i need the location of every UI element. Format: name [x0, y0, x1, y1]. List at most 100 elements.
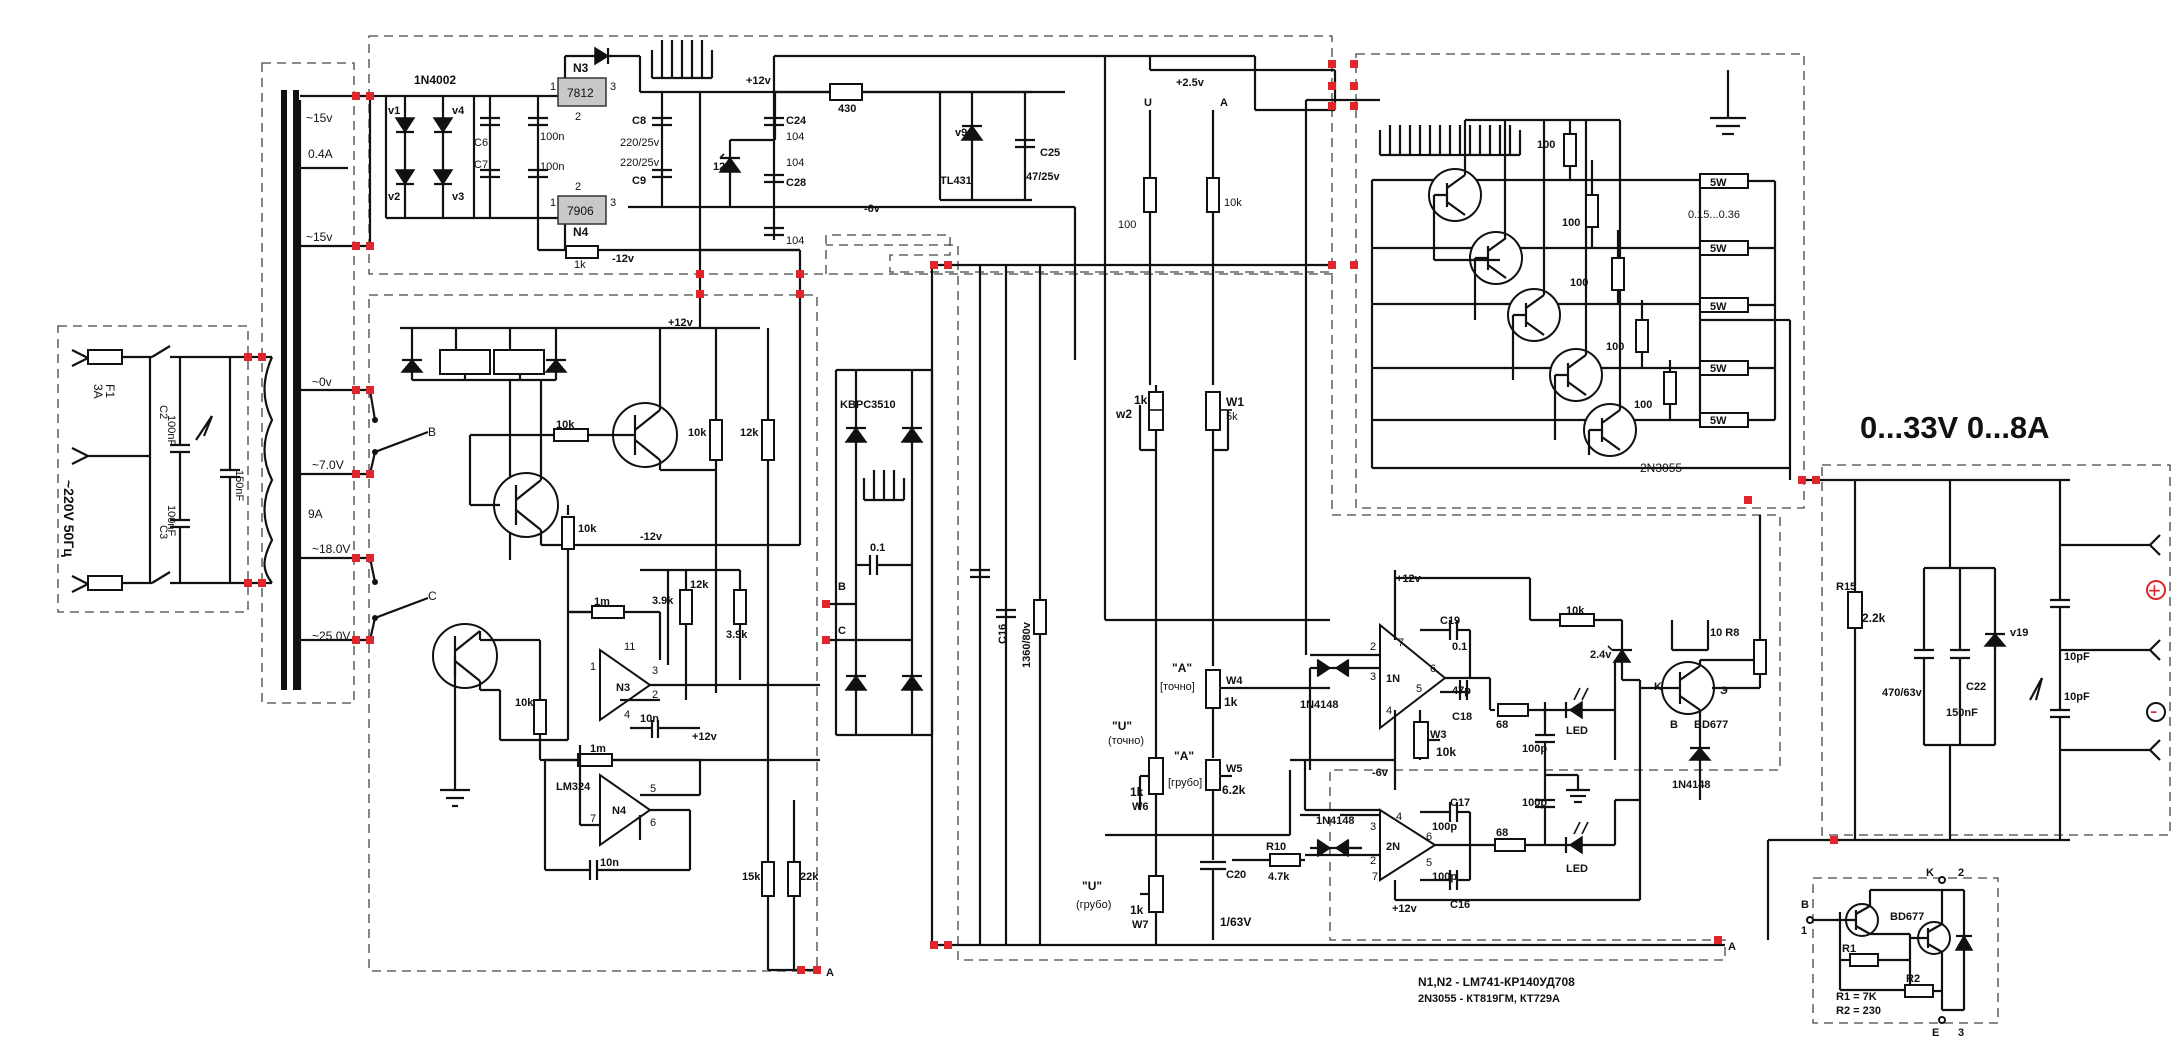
1n-pin2: 2: [1370, 641, 1376, 653]
resistor-r10-label: R10: [1266, 841, 1286, 853]
c-01-label: 150nF: [1946, 707, 1978, 719]
resistor-r10-value: 4.7k: [1268, 871, 1290, 883]
power-stage: [1370, 118, 1792, 480]
c20-value: 1/63V: [1220, 915, 1251, 929]
c7-label: C7: [474, 159, 488, 171]
inset-r2-value: R2 = 230: [1836, 1005, 1881, 1017]
driver-pin-e: Э: [1720, 685, 1728, 697]
tap-9a: 9A: [308, 507, 323, 521]
inset-pin-e: E: [1932, 1027, 1939, 1039]
pot-w7-note: (грубо): [1076, 899, 1111, 911]
n3-pin2: 2: [652, 689, 658, 701]
c6-value: 100n: [540, 131, 564, 143]
rectifier-label: KBPC3510: [840, 399, 896, 411]
pot-w3-value: 10k: [1436, 745, 1456, 759]
c24-value: 104: [786, 131, 804, 143]
resistor-39k-b: 3.9k: [726, 629, 748, 641]
connection-nodes: [244, 60, 1838, 974]
mains-label: ~220V 50Гц: [61, 480, 77, 557]
pot-w4-id: W4: [1226, 675, 1243, 687]
regulator-n4-part: 7906: [567, 204, 594, 218]
c-150-value: 150nF: [233, 470, 245, 501]
v4-label: v4: [452, 105, 465, 117]
c17-value: 100p: [1432, 821, 1457, 833]
c28-label: C28: [786, 177, 806, 189]
n3-pin3: 3: [610, 81, 616, 93]
inset-pin-1: 1: [1801, 925, 1807, 937]
pot-w2-id: w2: [1115, 407, 1132, 421]
1n-pin4: 4: [1386, 705, 1392, 717]
1n-pin6: 6: [1430, 663, 1436, 675]
opamp-n3-id: N3: [616, 682, 630, 694]
plus12v-left: +12v: [668, 317, 694, 329]
footnote-line2: 2N3055 - КТ819ГМ, КТ729А: [1418, 993, 1560, 1005]
resistor-1m-a: 1m: [594, 596, 610, 608]
n4-pin2: 2: [575, 181, 581, 193]
ground-icon-top: [1710, 70, 1746, 136]
resistor-68-b: 68: [1496, 827, 1508, 839]
c8-value: 220/25v: [620, 137, 660, 149]
c9-value: 220/25v: [620, 157, 660, 169]
c9-label: C9: [632, 175, 646, 187]
2n-pin3: 3: [1370, 821, 1376, 833]
n3-pin3: 3: [652, 665, 658, 677]
n3-pin4: 4: [624, 709, 630, 721]
minus12v-aux: -12v: [612, 253, 635, 265]
v2-label: v2: [388, 191, 400, 203]
c3-value: 100nF: [165, 505, 177, 536]
pot-w7-label: "U": [1082, 879, 1102, 893]
opamp-part-label: LM324: [556, 781, 591, 793]
switch-b-label: B: [428, 425, 436, 439]
resistor-10k-fb: 10k: [1566, 605, 1585, 617]
c17-label: C17: [1450, 797, 1470, 809]
opamp-1n-id: 1N: [1386, 673, 1400, 685]
main-rectifier: [826, 263, 1725, 947]
pot-w2-value: 1k: [1134, 393, 1148, 407]
2n-pin2: 2: [1370, 855, 1376, 867]
c25-label: C25: [1040, 147, 1060, 159]
n4-pin6: 6: [650, 817, 656, 829]
c-104-bottom: 104: [786, 235, 804, 247]
inset-pin-2: 2: [1958, 867, 1964, 879]
tl431-label: TL431: [940, 175, 972, 187]
regulator-n4: [557, 195, 607, 225]
resistor-100-b: 100: [1562, 217, 1580, 229]
inset-r1-label: R1: [1842, 943, 1856, 955]
resistor-5w-e: 5W: [1710, 415, 1727, 427]
resistor-10k-n3: 10k: [515, 697, 534, 709]
resistor-68-a: 68: [1496, 719, 1508, 731]
node-a-bottom: A: [1728, 941, 1736, 953]
resistor-430: 430: [838, 103, 856, 115]
resistor-10k-left-c: 10k: [578, 523, 597, 535]
minus-terminal-ring: [2146, 702, 2166, 722]
cap-10n-b: 10n: [600, 857, 619, 869]
tap-7v: ~7.0V: [312, 458, 344, 472]
pot-w7-id: W7: [1132, 919, 1149, 931]
v9-label: v9: [955, 127, 967, 139]
tap-switches: [368, 389, 429, 641]
1n-pin5: 5: [1416, 683, 1422, 695]
c-10pf-a: 10pF: [2064, 651, 2090, 663]
c-470-label: 470/63v: [1882, 687, 1923, 699]
v1-label: v1: [388, 105, 400, 117]
plus12v-1n: +12v: [1396, 573, 1422, 585]
fuse-label: F1: [103, 384, 117, 398]
error-amplifiers: [1232, 98, 1642, 902]
plus12v-top: +12v: [746, 75, 772, 87]
resistor-1m-b: 1m: [590, 743, 606, 755]
heatsink-icon: [650, 40, 714, 80]
pot-w4-note: [точно]: [1160, 681, 1195, 693]
led-a-label: LED: [1566, 725, 1588, 737]
transformer: [240, 90, 370, 690]
cap-100p-a: 100p: [1522, 743, 1547, 755]
rectifier-cap-label: 0.1: [870, 542, 885, 554]
tap-15v-bottom: ~15v: [306, 230, 332, 244]
diode-bridge-label: 1N4002: [414, 73, 456, 87]
pot-w3-id: W3: [1430, 729, 1447, 741]
node-a-left: A: [826, 967, 834, 979]
c2-label: C2: [157, 405, 169, 419]
c24-label: C24: [786, 115, 807, 127]
driver-part: BD677: [1694, 719, 1728, 731]
pot-w5-note: [грубо]: [1168, 777, 1202, 789]
resistor-100-c: 100: [1570, 277, 1588, 289]
